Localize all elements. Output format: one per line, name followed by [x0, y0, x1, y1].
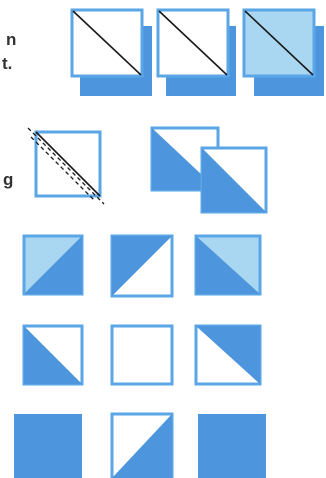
grid-r1-c2 — [112, 236, 172, 296]
grid-r2-c2 — [112, 326, 172, 384]
grid-r3-c2 — [112, 414, 172, 478]
grid-r1-c3 — [196, 236, 260, 294]
row1-block-3 — [244, 10, 324, 96]
row2-overlap-pair — [152, 128, 266, 212]
grid-r1-c1 — [24, 236, 82, 294]
row1-block-2 — [158, 10, 236, 96]
row1-block-1 — [72, 10, 152, 96]
grid-r3-c1 — [14, 414, 82, 478]
grid-r2-c1 — [24, 326, 82, 384]
grid-r2-c3 — [196, 326, 260, 384]
row2-dashed-block — [28, 128, 104, 204]
grid-r3-c3 — [198, 414, 266, 478]
